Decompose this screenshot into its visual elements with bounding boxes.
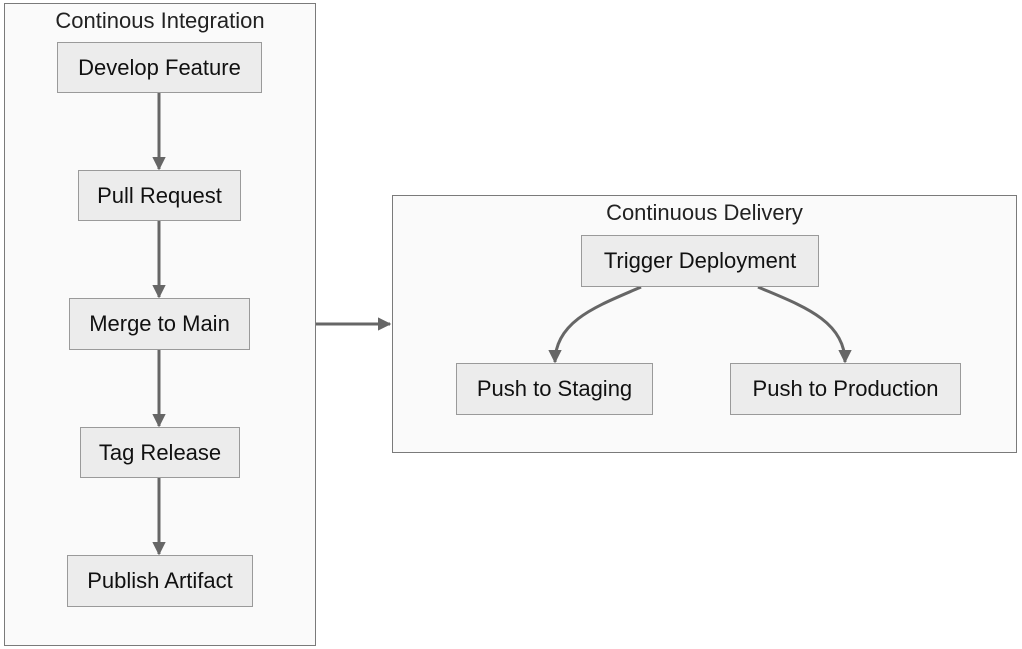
edge-trigger-to-production [757, 285, 852, 364]
node-develop-feature: Develop Feature [57, 42, 262, 93]
node-pull-request: Pull Request [78, 170, 241, 221]
cluster-title-cd: Continuous Delivery [606, 200, 803, 225]
cluster-title-ci: Continous Integration [55, 8, 265, 33]
node-publish-artifact: Publish Artifact [67, 555, 253, 607]
node-push-to-staging: Push to Staging [456, 363, 653, 415]
node-tag-release: Tag Release [80, 427, 240, 478]
node-trigger-deployment: Trigger Deployment [581, 235, 819, 287]
edge-trigger-to-staging [548, 285, 642, 364]
node-push-to-production: Push to Production [730, 363, 961, 415]
node-merge-to-main: Merge to Main [69, 298, 250, 350]
